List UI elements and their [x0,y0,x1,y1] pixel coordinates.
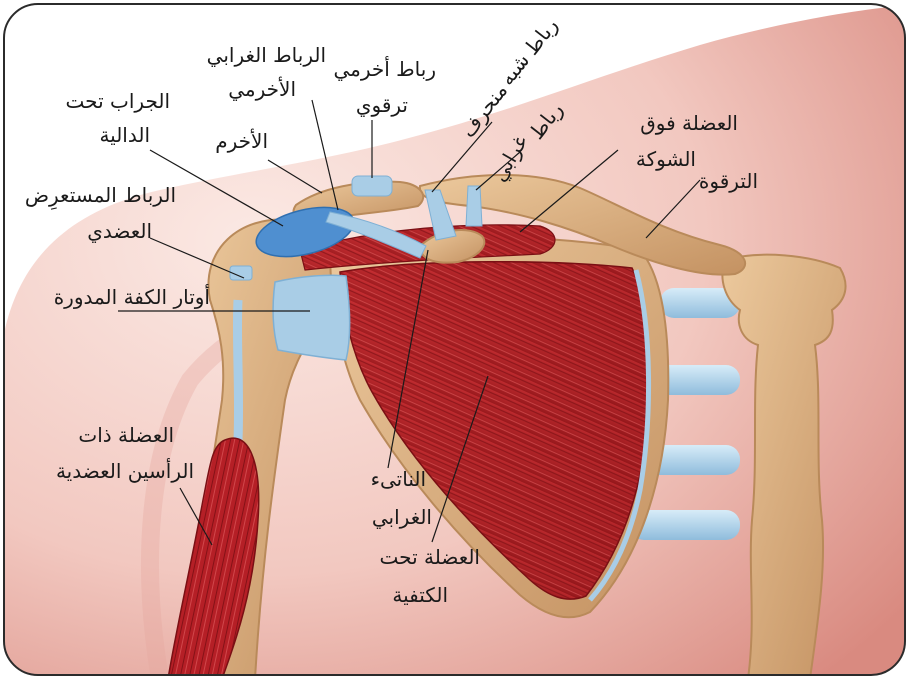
label-biceps-brachii-2: الرأسين العضدية [56,458,194,483]
label-coracoacromial-ligament-1: الرباط الغرابي [207,43,326,68]
label-acromion: الأخرم [215,129,268,153]
label-biceps-brachii-1: العضلة ذات [78,423,174,447]
label-rotator-cuff-tendons: أوتار الكفة المدورة [54,284,210,309]
label-subdeltoid-bursa-2: الدالية [99,123,150,147]
label-clavicle: الترقوة [699,169,758,193]
conoid-ligament [466,186,482,226]
label-coracoacromial-ligament-2: الأخرمي [228,77,296,102]
label-coracoid-process-2: الغرابي [372,505,432,530]
label-subscapularis-1: العضلة تحت [380,545,480,569]
label-subdeltoid-bursa-1: الجراب تحت [66,89,170,113]
label-supraspinatus-1: العضلة فوق [640,111,738,135]
rotator-cuff-tendon [273,275,350,360]
label-supraspinatus-2: الشوكة [636,147,696,171]
label-transverse-humeral-ligament-1: الرباط المستعرِض [25,183,176,210]
label-subscapularis-2: الكتفية [392,583,448,607]
biceps-tendon [237,300,238,440]
label-acromioclavicular-ligament-2: ترقوي [356,93,408,118]
label-acromioclavicular-ligament-1: رباط أخرمي [333,56,436,82]
acromioclavicular-ligament [352,176,392,196]
label-coracoid-process-1: الناتىء [371,467,426,491]
label-transverse-humeral-ligament-2: العضدي [87,219,152,244]
